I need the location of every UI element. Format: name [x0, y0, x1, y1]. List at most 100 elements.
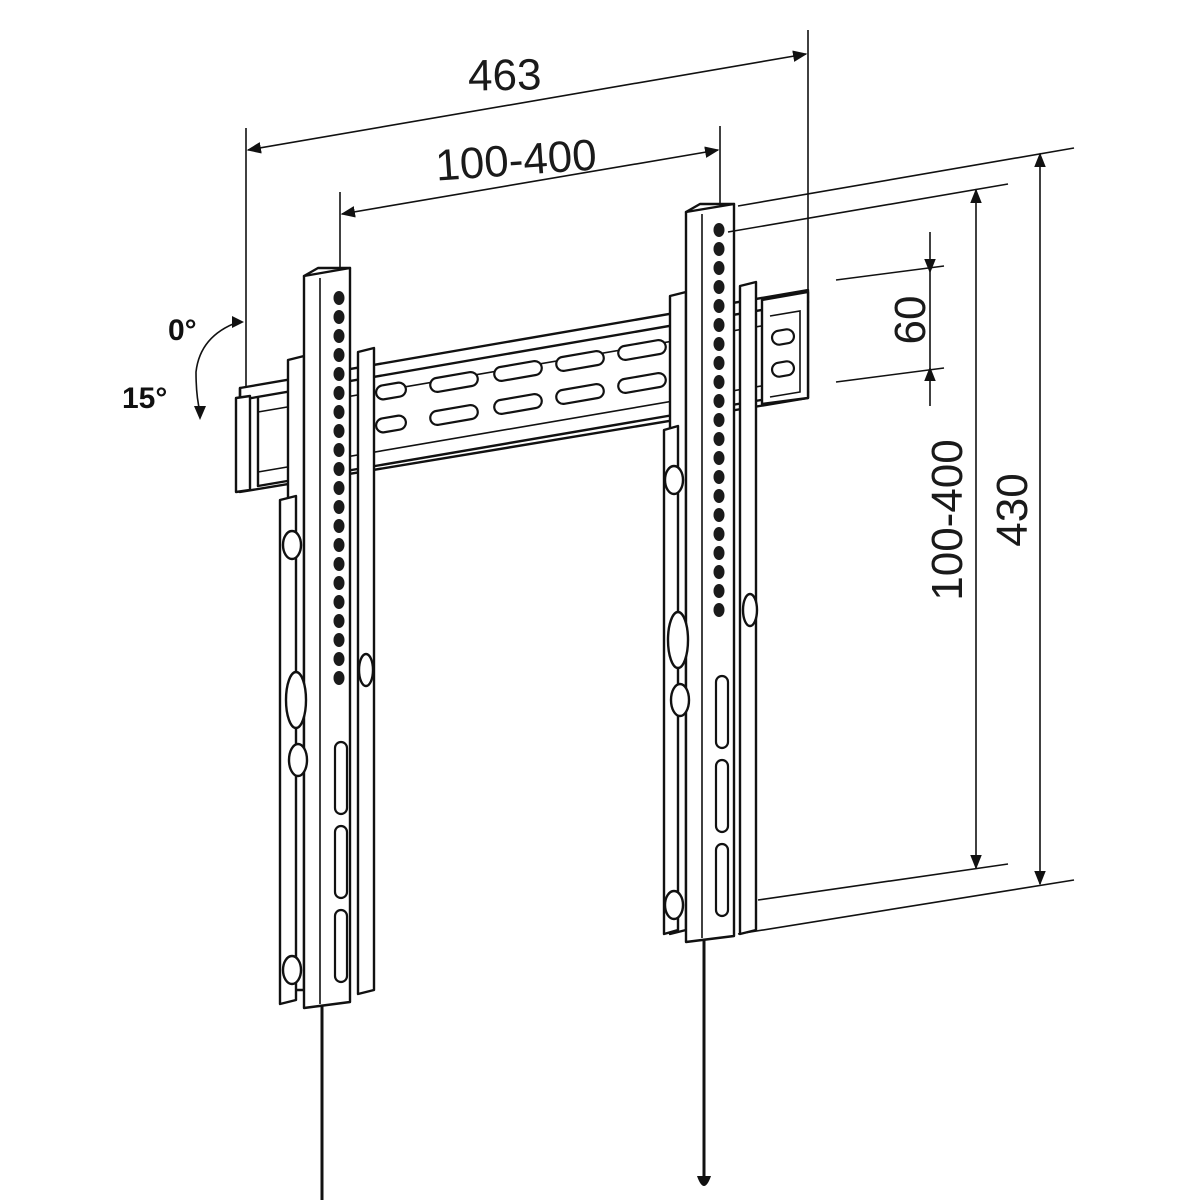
- dimension-horizontal-spacing-label: 100-400: [434, 130, 599, 190]
- rail-slot: [429, 404, 479, 426]
- mounting-hole: [333, 671, 345, 685]
- right-bracket-arm: [662, 202, 759, 944]
- mounting-hole: [713, 261, 725, 275]
- mounting-hole: [333, 329, 345, 343]
- mounting-hole: [333, 367, 345, 381]
- rail-slot: [493, 360, 543, 382]
- rail-end-face: [760, 290, 810, 406]
- right-cord-pull-tab: [697, 1176, 711, 1186]
- dimension-overall-width-label: 463: [468, 50, 542, 100]
- dimension-horizontal-spacing-line: [340, 146, 720, 218]
- tilt-arrow-top: [232, 316, 244, 328]
- mounting-hole: [713, 375, 725, 389]
- extension-line: [727, 183, 1009, 233]
- mounting-hole: [333, 291, 345, 305]
- mounting-hole: [713, 299, 725, 313]
- mounting-hole: [713, 337, 725, 351]
- rail-end-cap: [234, 394, 252, 494]
- mounting-hole: [333, 633, 345, 647]
- extension-line: [737, 879, 1075, 935]
- mounting-hole: [333, 500, 345, 514]
- left-arm-knob: [281, 954, 303, 986]
- left-arm-lock-handle: [284, 670, 308, 730]
- mounting-hole: [713, 318, 725, 332]
- mounting-hole: [713, 223, 725, 237]
- mounting-hole: [333, 386, 345, 400]
- left-arm-knob: [357, 652, 375, 688]
- mounting-hole: [333, 462, 345, 476]
- arm-slot: [333, 908, 349, 984]
- mounting-hole: [713, 489, 725, 503]
- left-arm-slots: [333, 740, 349, 984]
- extension-line: [737, 147, 1075, 207]
- right-arm-lower-housing: [662, 424, 680, 936]
- mounting-hole: [713, 451, 725, 465]
- tilt-min-label: 0°: [168, 314, 197, 347]
- mounting-hole: [333, 348, 345, 362]
- dimension-rail-pitch-label: 60: [886, 296, 935, 345]
- arm-slot: [714, 758, 730, 834]
- dimension-463-line: [246, 50, 808, 154]
- rail-slot: [770, 328, 796, 346]
- tilt-arc: [195, 321, 239, 413]
- mounting-hole: [333, 405, 345, 419]
- right-arm-knob: [663, 464, 685, 496]
- mounting-hole: [713, 546, 725, 560]
- mounting-hole: [713, 356, 725, 370]
- mounting-hole: [713, 432, 725, 446]
- mounting-hole: [333, 424, 345, 438]
- right-arm-slots: [714, 674, 730, 918]
- mounting-hole: [333, 310, 345, 324]
- rail-slot: [555, 383, 605, 405]
- extension-line: [835, 265, 945, 281]
- tilt-indicator: 0° 15°: [122, 314, 244, 420]
- arm-slot: [714, 674, 730, 750]
- rail-slot: [617, 339, 667, 361]
- mounting-hole: [713, 584, 725, 598]
- dimension-overall-height-label: 430: [988, 473, 1037, 546]
- rail-slot: [555, 350, 605, 372]
- right-arm-holes: [713, 223, 725, 617]
- right-arm-front-plate: [684, 202, 736, 944]
- mounting-hole: [333, 443, 345, 457]
- arm-slot: [714, 842, 730, 918]
- mounting-hole: [713, 527, 725, 541]
- mounting-hole: [713, 280, 725, 294]
- mounting-hole: [333, 576, 345, 590]
- rail-slot: [770, 360, 796, 378]
- mounting-hole: [713, 565, 725, 579]
- mounting-hole: [333, 519, 345, 533]
- rail-slot: [617, 372, 667, 394]
- left-arm-lower-housing: [278, 494, 298, 1006]
- mounting-hole: [713, 508, 725, 522]
- mounting-hole: [333, 614, 345, 628]
- tilt-arrow-bottom: [194, 406, 206, 420]
- mounting-hole: [713, 394, 725, 408]
- rail-slot: [493, 393, 543, 415]
- left-arm-knob: [281, 529, 303, 561]
- right-arm-knob: [663, 889, 685, 921]
- mounting-hole: [333, 652, 345, 666]
- left-bracket-arm: [278, 266, 376, 1010]
- rail-slots: [375, 328, 796, 434]
- mounting-hole: [713, 413, 725, 427]
- mounting-hole: [713, 242, 725, 256]
- left-arm-knob: [287, 742, 309, 778]
- dimension-vertical-spacing-label: 100-400: [923, 439, 972, 600]
- right-arm-lock-handle: [666, 610, 690, 670]
- arm-slot: [333, 824, 349, 900]
- extension-line: [757, 863, 1009, 901]
- mounting-hole: [333, 538, 345, 552]
- mounting-hole: [333, 595, 345, 609]
- mounting-hole: [333, 481, 345, 495]
- right-arm-knob: [741, 592, 759, 628]
- rail-end-face-inner: [769, 310, 801, 398]
- rail-slot: [375, 414, 407, 434]
- extension-line: [835, 367, 945, 383]
- left-arm-holes: [333, 291, 345, 685]
- rail-slot: [429, 371, 479, 393]
- arm-slot: [333, 740, 349, 816]
- dimension-lines: [245, 30, 1075, 935]
